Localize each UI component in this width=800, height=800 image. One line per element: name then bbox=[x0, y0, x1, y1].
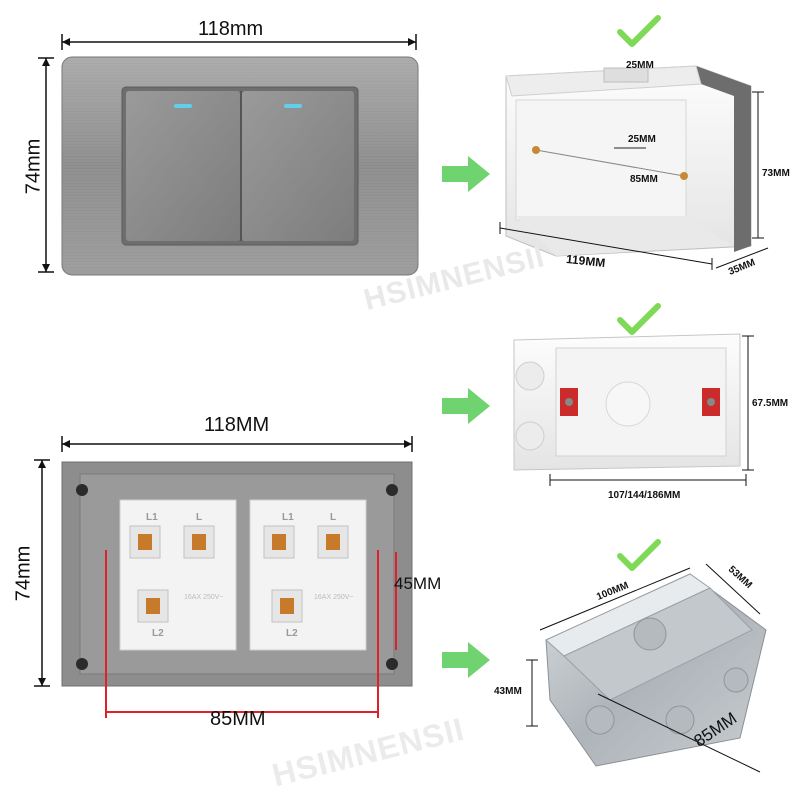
watermark-bottom: HSIMNENSII bbox=[268, 710, 468, 794]
arrow-right-icon bbox=[442, 156, 490, 192]
terminal-label-l2-a: L2 bbox=[152, 628, 164, 639]
indicator-light-right bbox=[284, 104, 302, 108]
box-metal-height-label: 43MM bbox=[494, 686, 522, 697]
junction-box-metal bbox=[545, 573, 767, 767]
switch-plate bbox=[61, 56, 419, 276]
terminal-label-l1-a: L1 bbox=[146, 512, 158, 523]
terminal-label-l2-b: L2 bbox=[286, 628, 298, 639]
box-top-slot-label: 25MM bbox=[626, 60, 654, 71]
box-hole-span-label: 85MM bbox=[630, 174, 658, 185]
socket-horizontal-span-label: 85MM bbox=[210, 708, 266, 730]
box-top-height-label: 73MM bbox=[762, 168, 790, 179]
junction-box-white-1 bbox=[505, 65, 752, 257]
arrow-right-icon bbox=[442, 388, 490, 424]
indicator-light-left bbox=[174, 104, 192, 108]
check-icon bbox=[617, 303, 661, 335]
rating-text-b: 16AX 250V~ bbox=[314, 594, 354, 601]
socket-back-plate bbox=[61, 461, 413, 718]
rating-text-a: 16AX 250V~ bbox=[184, 594, 224, 601]
box-mid-width-label: 107/144/186MM bbox=[608, 490, 681, 501]
switch-height-label: 74mm bbox=[22, 138, 45, 195]
terminal-label-l-b: L bbox=[330, 512, 337, 523]
socket-vertical-span-label: 45MM bbox=[394, 574, 442, 593]
check-icon bbox=[617, 539, 661, 571]
terminal-label-l1-b: L1 bbox=[282, 512, 294, 523]
socket-height-label: 74mm bbox=[12, 545, 35, 602]
check-icon bbox=[617, 15, 661, 47]
socket-width-label: 118MM bbox=[204, 414, 270, 436]
terminal-label-l-a: L bbox=[196, 512, 203, 523]
box-mid-height-label: 67.5MM bbox=[752, 398, 789, 409]
switch-width-label: 118mm bbox=[198, 18, 264, 40]
arrow-right-icon bbox=[442, 642, 490, 678]
junction-box-white-2 bbox=[513, 333, 741, 471]
box-inner-slot-label: 25MM bbox=[628, 134, 656, 145]
